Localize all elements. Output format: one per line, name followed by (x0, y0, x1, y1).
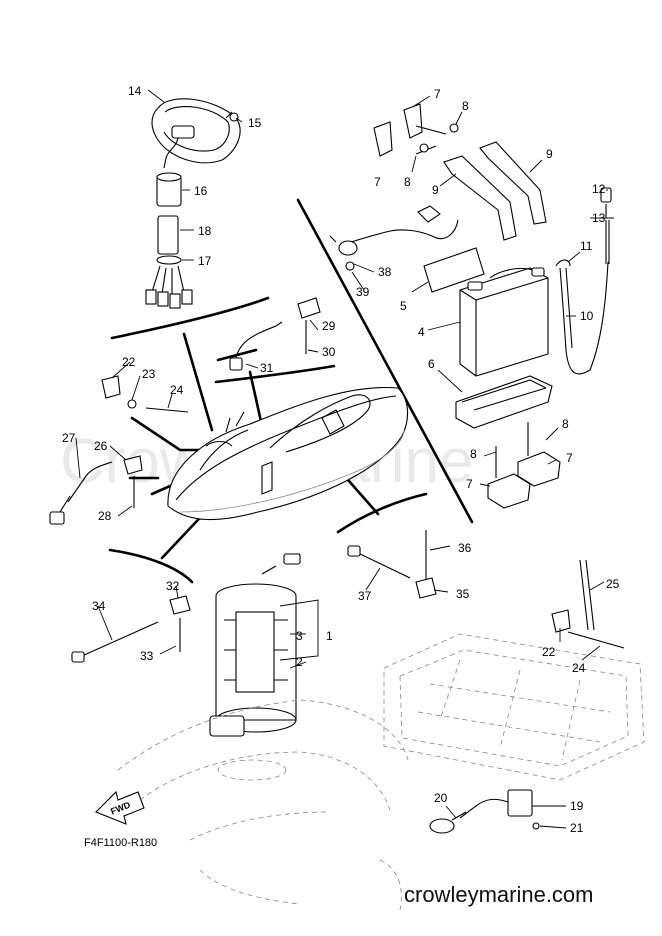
fwd-arrow-icon: FWD (95, 790, 145, 825)
callout-22-left: 22 (122, 355, 136, 369)
callout-3: 3 (296, 629, 303, 643)
drawing-code: F4F1100-R180 (84, 837, 157, 849)
callout-33: 33 (140, 649, 154, 663)
fuel-meter-assembly (145, 98, 241, 309)
callout-5: 5 (400, 299, 407, 313)
fuel-tank-outline (117, 699, 409, 911)
callout-37: 37 (358, 589, 372, 603)
callout-18: 18 (198, 224, 212, 238)
website-footer: crowleymarine.com (404, 882, 594, 907)
battery-assembly (329, 103, 614, 509)
hull-deck-frame (383, 633, 645, 781)
callout-38: 38 (378, 265, 392, 279)
callout-8-left: 8 (404, 175, 411, 189)
callout-31: 31 (260, 361, 274, 375)
callout-6: 6 (428, 357, 435, 371)
callout-23: 23 (142, 367, 156, 381)
callout-8-right: 8 (562, 417, 569, 431)
callout-24-left: 24 (170, 383, 184, 397)
callout-24-right: 24 (572, 661, 586, 675)
watercraft-hull (167, 386, 409, 521)
callout-10: 10 (580, 309, 594, 323)
callout-8-top: 8 (462, 99, 469, 113)
callout-15: 15 (248, 116, 262, 130)
callout-7-left: 7 (374, 175, 381, 189)
electrical-parts-left (49, 297, 321, 525)
callout-19: 19 (570, 799, 584, 813)
callout-32: 32 (166, 579, 180, 593)
callout-21: 21 (570, 821, 584, 835)
callout-25: 25 (606, 577, 620, 591)
callout-16: 16 (194, 184, 208, 198)
callout-22-right: 22 (542, 645, 556, 659)
callout-30: 30 (322, 345, 336, 359)
callout-12: 12 (592, 182, 606, 196)
fuel-pump-assembly (71, 530, 437, 737)
callout-39: 39 (356, 285, 370, 299)
callout-labels: 14 15 16 18 17 7 8 7 8 9 9 12 13 11 10 5… (62, 84, 620, 835)
callout-7-right: 7 (566, 451, 573, 465)
callout-29: 29 (322, 319, 336, 333)
leader-lines (75, 89, 608, 829)
callout-1: 1 (326, 629, 333, 643)
callout-36: 36 (458, 541, 472, 555)
callout-7-lower: 7 (466, 477, 473, 491)
callout-34: 34 (92, 599, 106, 613)
callout-4: 4 (418, 325, 425, 339)
electrical-parts-right (429, 559, 625, 834)
callout-13: 13 (592, 211, 606, 225)
callout-7-top: 7 (434, 87, 441, 101)
callout-8-lower: 8 (470, 447, 477, 461)
callout-11: 11 (580, 239, 593, 253)
callout-26: 26 (94, 439, 108, 453)
callout-27: 27 (62, 431, 76, 445)
callout-9-right: 9 (546, 147, 553, 161)
callout-28: 28 (98, 509, 112, 523)
callout-20: 20 (434, 791, 448, 805)
callout-17: 17 (198, 254, 212, 268)
group-divider-lines (108, 198, 474, 584)
callout-35: 35 (456, 587, 470, 601)
callout-9-left: 9 (432, 183, 439, 197)
callout-14: 14 (128, 84, 142, 98)
callout-2: 2 (296, 655, 303, 669)
